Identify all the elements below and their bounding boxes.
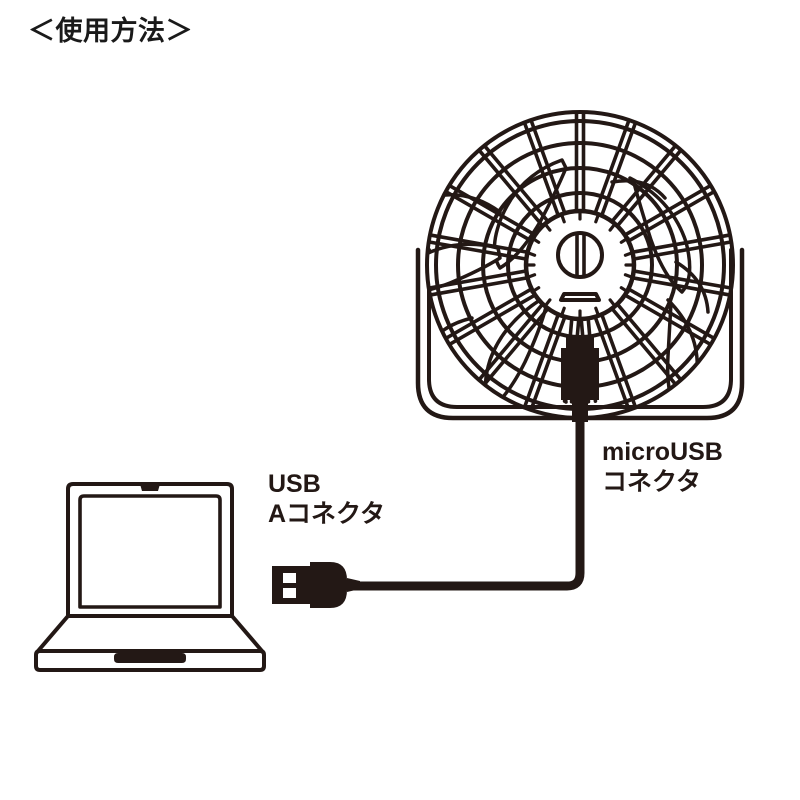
- label-usb-a-connector: USB Aコネクタ: [268, 470, 385, 529]
- label-usb-a-line2: Aコネクタ: [268, 499, 386, 528]
- fan-grille-spokes: [428, 112, 732, 410]
- usb-cable: [349, 414, 585, 591]
- label-micro-usb-line1: microUSB: [602, 438, 723, 466]
- fan-hub: [523, 208, 637, 322]
- page-title: ＜使用方法＞: [28, 16, 193, 46]
- label-micro-usb-line2: コネクタ: [602, 467, 702, 496]
- usb-a-connector: [272, 562, 360, 608]
- label-usb-a-line1: USB: [268, 470, 321, 498]
- label-micro-usb-connector: microUSB コネクタ: [602, 438, 723, 497]
- laptop: [34, 482, 266, 672]
